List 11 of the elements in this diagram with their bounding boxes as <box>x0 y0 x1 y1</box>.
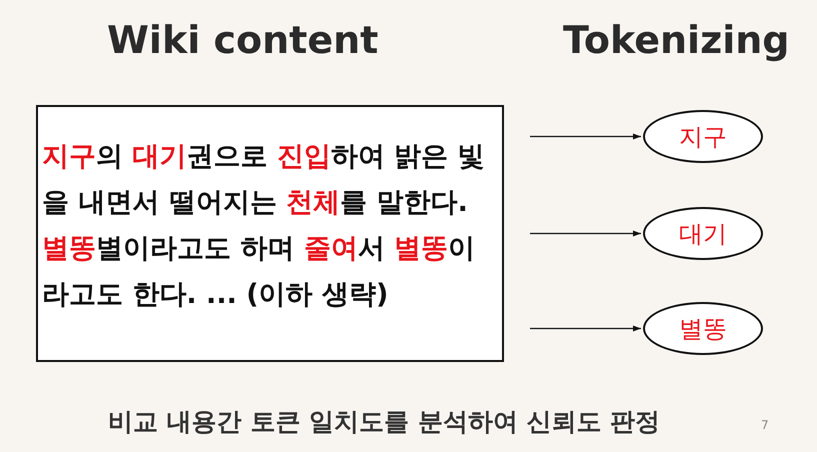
caption-text: 비교 내용간 토큰 일치도를 분석하여 신뢰도 판정 <box>108 406 660 438</box>
token-ellipse: 지구 <box>643 110 763 163</box>
arrow <box>530 134 641 140</box>
page-number: 7 <box>761 418 769 432</box>
heading: Wiki content <box>107 18 378 62</box>
text-box: 지구의 대기권으로 진입하여 밝은 빛을 내면서 떨어지는 천체를 말한다. 별똥별이라고도 하며 줄여서 별똥이라고도 한다. ... (이하 생략) <box>36 105 504 362</box>
arrow <box>530 326 641 332</box>
heading: Tokenizing <box>563 18 790 62</box>
arrow <box>530 230 641 236</box>
token-ellipse: 별똥 <box>643 302 763 355</box>
token-ellipse: 대기 <box>643 207 763 260</box>
